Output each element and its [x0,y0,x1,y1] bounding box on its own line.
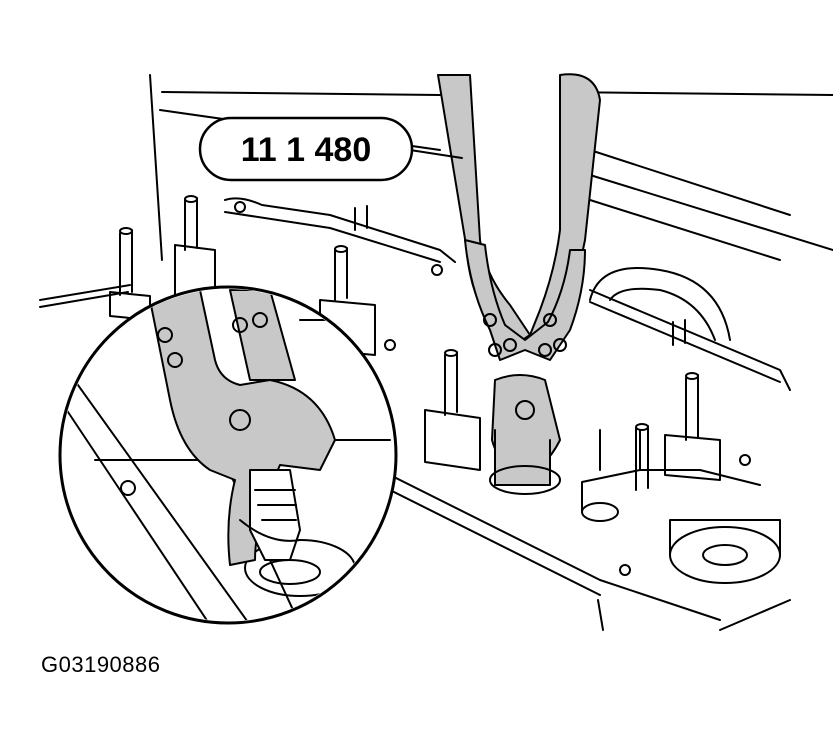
valve-bore [489,465,561,495]
valve-pliers-tool [437,73,601,486]
pliers-holes [483,313,567,420]
callout-leader [409,149,463,159]
detail-magnifier [58,285,398,625]
figure-id-label: G03190886 [41,652,161,677]
valve-stems [109,195,721,491]
tool-callout [198,116,414,182]
tool-number-label: 11 1 480 [241,131,371,169]
